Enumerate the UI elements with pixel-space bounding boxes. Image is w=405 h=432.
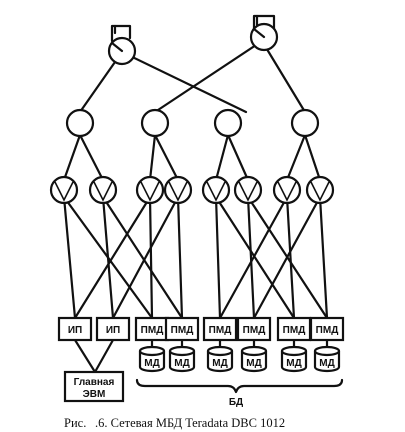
host-label-line1: Главная — [74, 377, 115, 388]
top-level-nodes — [107, 22, 279, 66]
host-computer: Главная ЭВМ — [63, 370, 125, 403]
db-label: БД — [229, 397, 243, 408]
md-disk: МД — [206, 345, 234, 373]
level3-node — [272, 175, 302, 205]
level3-node — [305, 175, 335, 205]
caption-text: .6. Сетевая МБД Teradata DBC 1012 — [95, 416, 285, 430]
md-disk: МД — [313, 345, 341, 373]
ip-box — [57, 316, 93, 342]
level3-nodes — [49, 175, 335, 205]
md-label: МД — [319, 358, 334, 369]
ip-label: ИП — [68, 325, 82, 336]
level3-node — [163, 175, 193, 205]
ip-label: ИП — [106, 325, 120, 336]
md-label: МД — [212, 358, 227, 369]
pmd-label: ПМД — [171, 325, 194, 336]
pmd-box — [164, 316, 200, 342]
host-box — [63, 370, 125, 403]
md-label: МД — [246, 358, 261, 369]
level3-node — [135, 175, 165, 205]
level2-node — [213, 108, 243, 138]
level2-node — [290, 108, 320, 138]
level2-nodes — [65, 108, 320, 138]
pmd-label: ПМД — [141, 325, 164, 336]
pmd-label: ПМД — [209, 325, 232, 336]
top-node-loops — [110, 14, 276, 43]
level2-node — [65, 108, 95, 138]
caption-prefix: Рис. — [64, 416, 86, 430]
level3-node — [233, 175, 263, 205]
level3-node — [49, 175, 79, 205]
ip-box — [95, 316, 131, 342]
md-disk: МД — [168, 345, 196, 373]
md-disk: МД — [240, 345, 268, 373]
pmd-box — [309, 316, 345, 342]
md-disks: МД МД МД МД МД МД — [138, 345, 341, 373]
level2-node — [140, 108, 170, 138]
db-brace: БД — [135, 378, 344, 408]
md-disk: МД — [280, 345, 308, 373]
ip-processors: ИП ИП — [57, 316, 131, 342]
md-label: МД — [174, 358, 189, 369]
level3-node — [88, 175, 118, 205]
host-label-line2: ЭВМ — [83, 389, 106, 400]
pmd-label: ПМД — [283, 325, 306, 336]
md-disk: МД — [138, 345, 166, 373]
md-label: МД — [286, 358, 301, 369]
pmd-label: ПМД — [243, 325, 266, 336]
pmd-box — [202, 316, 238, 342]
md-label: МД — [144, 358, 159, 369]
figure-caption: Рис. .6. Сетевая МБД Teradata DBC 1012 — [64, 416, 285, 430]
pmd-processors: ПМД ПМД ПМД ПМД ПМД ПМД — [134, 316, 345, 342]
pmd-box — [236, 316, 272, 342]
network-links — [62, 39, 329, 374]
pmd-label: ПМД — [316, 325, 339, 336]
level3-node — [201, 175, 231, 205]
